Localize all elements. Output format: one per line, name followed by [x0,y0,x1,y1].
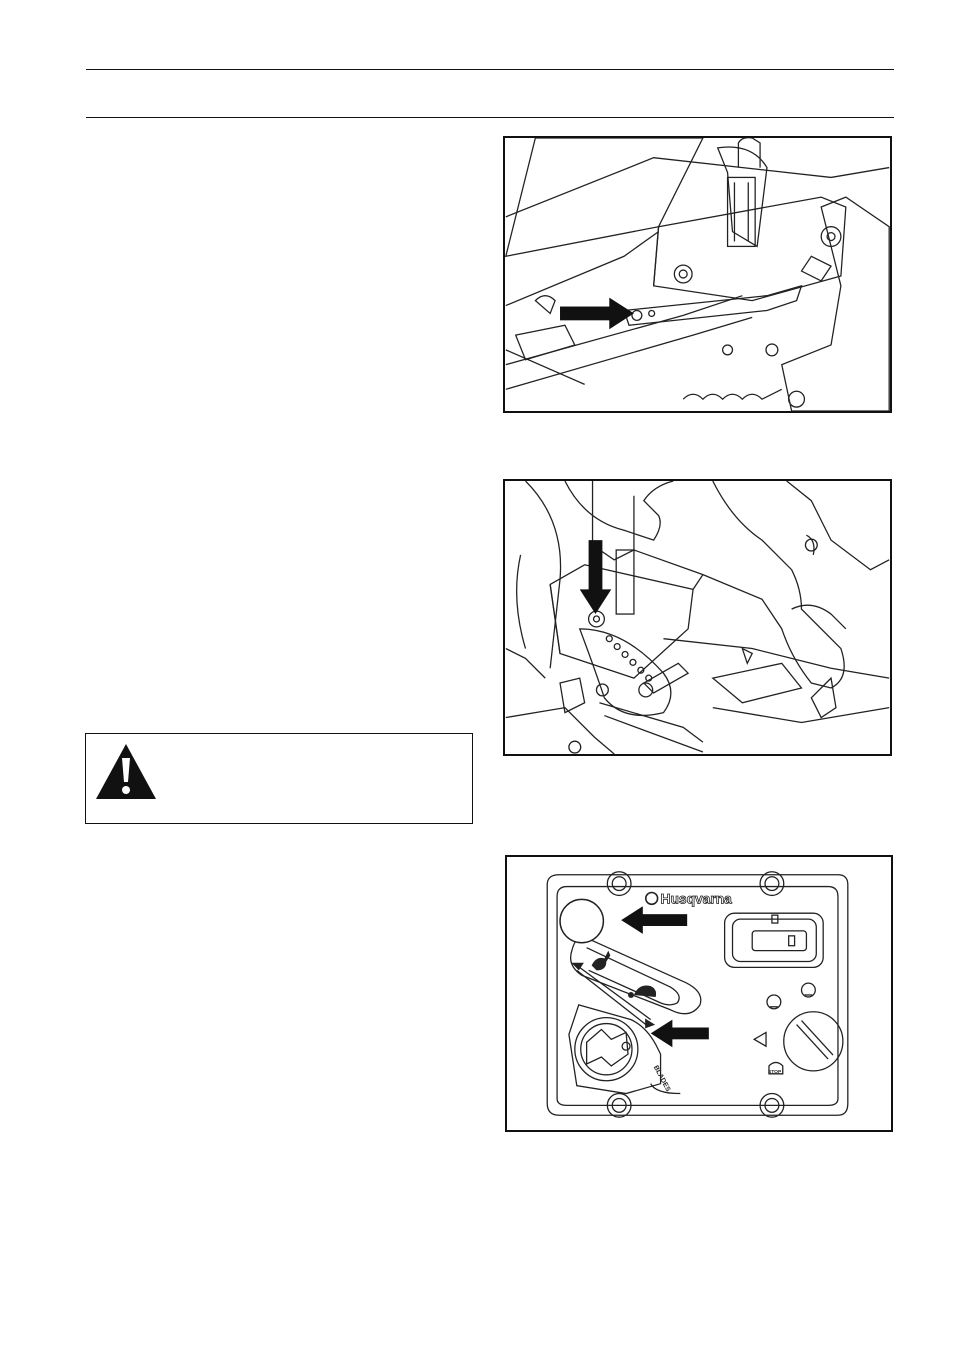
figure-lever-pin [503,136,892,413]
arrow-left-icon [621,906,687,934]
warning-triangle-icon [94,742,158,802]
stop-label: STOP [768,1069,782,1075]
lever-pin-illustration [505,138,890,411]
arrow-down-icon [580,540,612,614]
turtle-icon [628,986,656,998]
warning-box [85,733,473,824]
figure-control-panel: Husqvarna BLADES STOP [505,855,893,1132]
header-rule-top [86,69,894,70]
lever-adjust-illustration [505,481,890,754]
control-panel-illustration: Husqvarna BLADES STOP [507,857,891,1130]
brand-label: Husqvarna [661,891,733,906]
arrow-left-icon [651,1020,709,1048]
figure-lever-adjust [503,479,892,756]
brand-logo: Husqvarna [646,891,732,906]
header-rule-bottom [86,117,894,118]
arrow-right-icon [560,298,634,330]
rabbit-icon [592,951,611,971]
